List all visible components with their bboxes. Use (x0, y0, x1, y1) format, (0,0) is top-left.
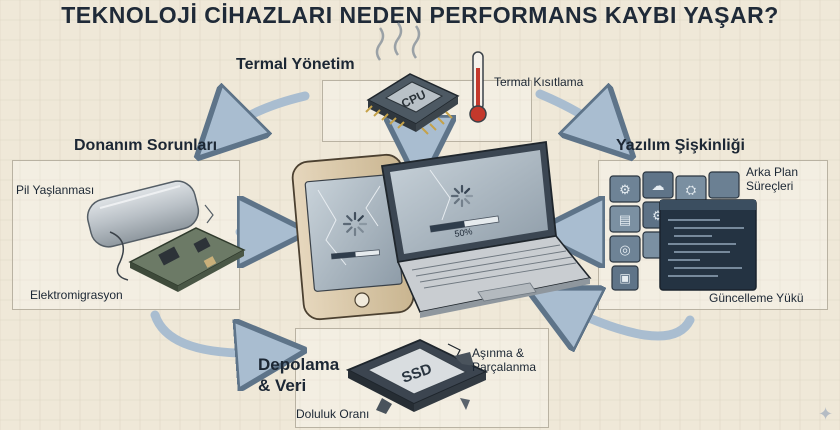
svg-text:▤: ▤ (619, 212, 631, 227)
loading-spinner-icon (342, 211, 368, 237)
fill-ratio-label: Doluluk Oranı (296, 407, 370, 421)
cpu-chip-icon (365, 22, 460, 135)
cycle-arrows (150, 94, 695, 353)
laptop-icon (380, 140, 592, 318)
circuit-board-icon (128, 227, 246, 292)
svg-text:⛭: ⛭ (686, 182, 697, 197)
laptop-progress-text: 50% (454, 226, 473, 239)
hardware-title: Donanım Sorunları (74, 137, 218, 154)
loading-spinner-icon (450, 184, 474, 208)
page-title: TEKNOLOJİ CİHAZLARI NEDEN PERFORMANS KAY… (61, 2, 779, 28)
battery-icon (86, 180, 214, 281)
electromigration-label: Elektromigrasyon (30, 288, 123, 302)
sparkle-icon: ✦ (818, 404, 834, 424)
wear-fragmentation-label: Aşınma & Parçalanma (472, 346, 537, 374)
thermometer-icon (469, 51, 487, 123)
battery-aging-label: Pil Yaşlanması (16, 183, 95, 197)
ssd-icon (345, 339, 489, 414)
svg-text:▣: ▣ (619, 271, 630, 285)
update-load-label: Güncelleme Yükü (709, 291, 804, 305)
svg-text:⚙: ⚙ (619, 182, 631, 197)
background-processes-label: Arka Plan Süreçleri (746, 165, 799, 193)
svg-text:◎: ◎ (619, 242, 630, 257)
smartphone-icon (291, 153, 415, 321)
svg-text:⚙: ⚙ (652, 208, 664, 223)
software-title: Yazılım Şişkinliği (616, 137, 745, 154)
storage-title: Depolama & Veri (258, 355, 340, 395)
thermal-title: Termal Yönetim (236, 56, 355, 73)
code-window-icon (659, 199, 757, 291)
svg-text:☁: ☁ (652, 178, 665, 193)
thermal-throttling-label: Termal Kısıtlama (494, 75, 584, 89)
